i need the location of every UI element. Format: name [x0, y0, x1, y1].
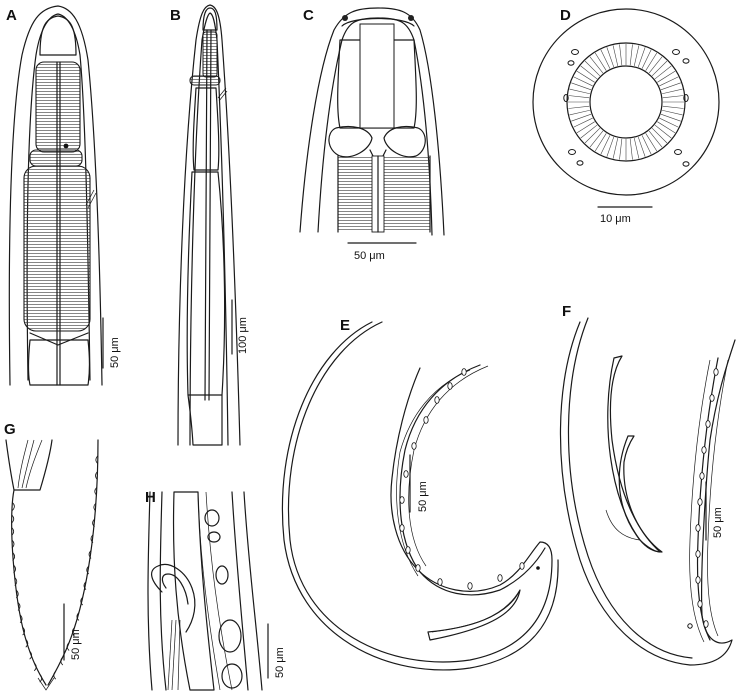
vulva-region-drawing [147, 491, 263, 691]
panel-e: E 50 μm [281, 317, 559, 671]
scale-label: 50 μm [712, 507, 724, 538]
panel-label: A [6, 7, 17, 24]
panel-label: F [562, 303, 571, 320]
panel-label: E [340, 317, 350, 334]
anterior-body-drawing [8, 5, 103, 386]
scale-label: 50 μm [417, 481, 429, 512]
panel-label: G [4, 421, 16, 438]
papillae [563, 49, 690, 167]
male-tail-drawing [559, 317, 736, 666]
panel-label: D [560, 7, 571, 24]
panel-f: F 50 μm [559, 303, 736, 666]
male-tail-drawing [281, 321, 559, 671]
cuticular-annuli [11, 455, 99, 683]
panel-a: A 50 μm [6, 5, 121, 386]
panel-label: B [170, 7, 181, 24]
scale-label: 10 μm [600, 213, 631, 225]
anterior-body-drawing [177, 4, 241, 446]
scale-label: 50 μm [109, 337, 121, 368]
female-tail-drawing [5, 439, 99, 691]
radial-striations [568, 44, 684, 160]
scale-bar: 50 μm [267, 623, 286, 679]
scale-bar: 10 μm [597, 206, 653, 225]
panel-b: B 100 μm [170, 4, 249, 446]
en-face-view-drawing [532, 8, 720, 196]
scale-bar: 50 μm [705, 481, 724, 541]
scale-label: 50 μm [70, 629, 82, 660]
panel-label: C [303, 7, 314, 24]
panel-g: G 50 μm [4, 421, 99, 691]
scale-bar: 100 μm [231, 299, 249, 355]
scale-bar: 50 μm [347, 242, 417, 262]
panel-h: H 50 μm [145, 489, 286, 691]
head-drawing [299, 7, 445, 236]
panel-c: C 50 μm [299, 7, 445, 262]
scale-bar: 50 μm [102, 317, 121, 369]
scale-bar: 50 μm [63, 603, 82, 661]
scale-label: 100 μm [237, 317, 249, 354]
scale-label: 50 μm [274, 647, 286, 678]
caudal-papillae [695, 368, 719, 628]
panel-d: D 10 μm [532, 7, 720, 225]
caudal-papillae [399, 368, 525, 590]
scale-label: 50 μm [354, 250, 385, 262]
scale-bar: 50 μm [409, 454, 429, 513]
